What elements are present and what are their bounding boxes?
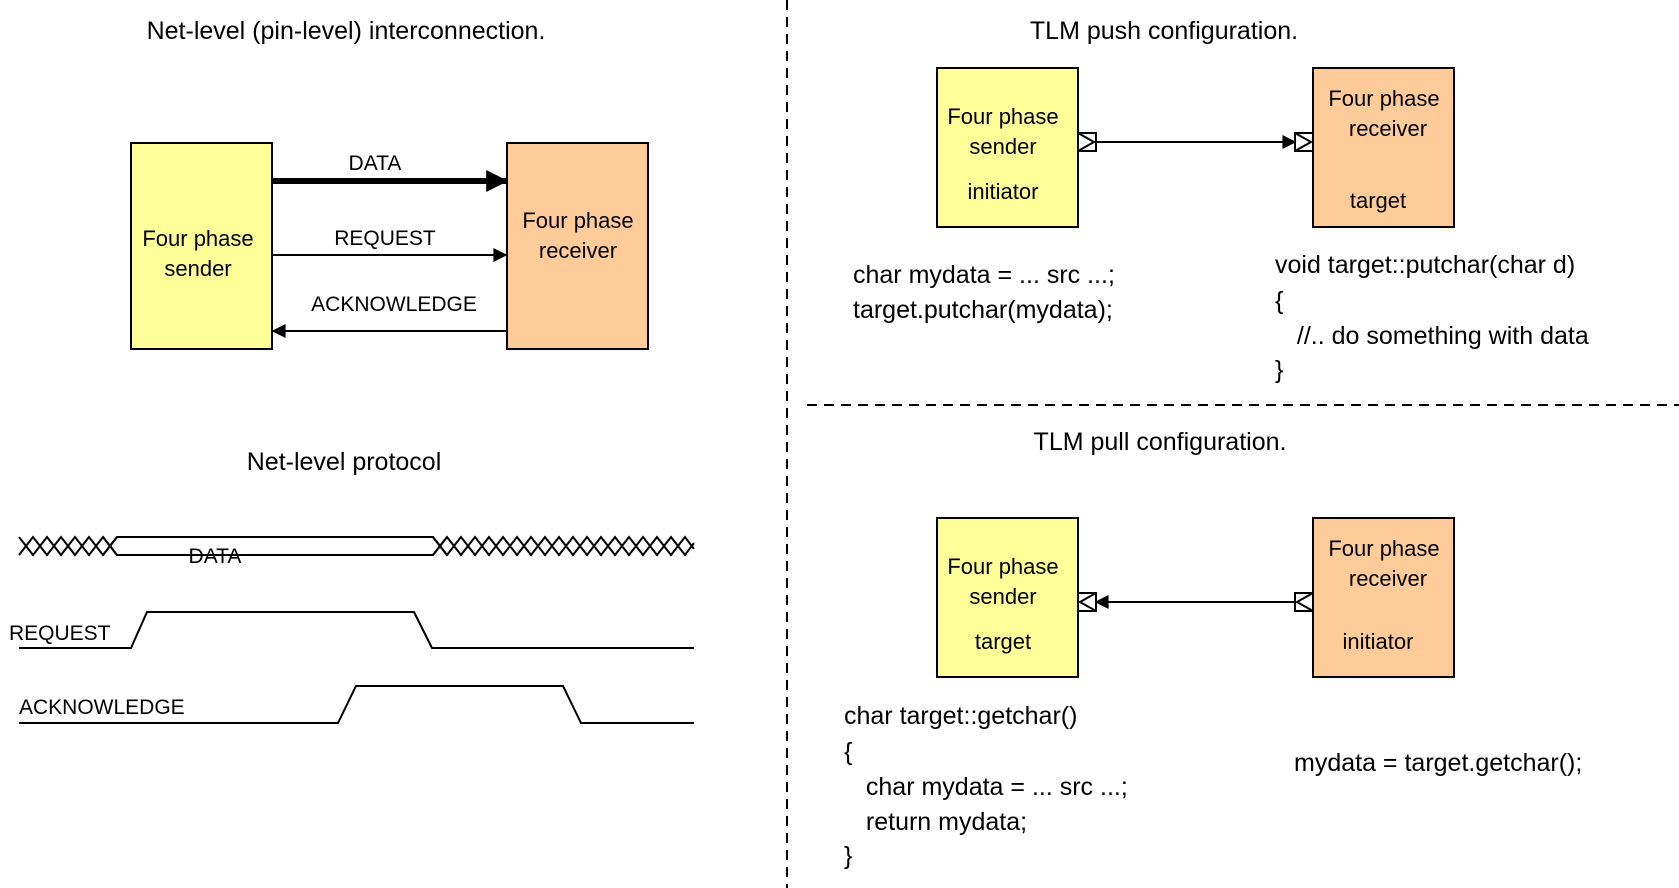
pull-title: TLM pull configuration. <box>1034 428 1287 456</box>
pull-sender-code-line3: char mydata = ... src ...; <box>852 773 1128 801</box>
data-signal-label: DATA <box>349 152 402 175</box>
net-sender-label-line2: sender <box>164 256 231 281</box>
push-receiver-label-line2: receiver <box>1349 116 1427 141</box>
push-diagram: Four phase sender initiator Four phase r… <box>853 67 1589 384</box>
push-sender-code-line1: char mydata = ... src ...; <box>853 261 1115 289</box>
protocol-title: Net-level protocol <box>247 448 442 476</box>
pull-receiver-code-line1: mydata = target.getchar(); <box>1294 749 1582 777</box>
pull-sender-code-line4: return mydata; <box>852 808 1027 836</box>
request-waveform <box>19 611 694 649</box>
pull-diagram: Four phase sender target Four phase rece… <box>844 517 1582 870</box>
push-sender-label-line1: Four phase <box>947 104 1058 129</box>
net-receiver-label-line1: Four phase <box>522 208 633 233</box>
pull-sender-role: target <box>975 629 1031 654</box>
pull-sender-code-line1: char target::getchar() <box>844 702 1077 730</box>
data-invalid-left <box>18 535 111 557</box>
data-invalid-right <box>439 535 695 557</box>
request-signal-label: REQUEST <box>334 227 436 250</box>
push-sender-port <box>1077 132 1097 152</box>
net-level-diagram: Four phase sender Four phase receiver DA… <box>130 142 649 350</box>
push-receiver-box <box>1312 67 1455 228</box>
pull-receiver-label-line1: Four phase <box>1328 536 1439 561</box>
net-sender-label-line1: Four phase <box>142 226 253 251</box>
protocol-data-label: DATA <box>189 545 242 568</box>
push-receiver-code-line1: void target::putchar(char d) <box>1275 251 1575 279</box>
protocol-request-label: REQUEST <box>9 622 111 645</box>
acknowledge-waveform <box>19 685 694 724</box>
protocol-timing-diagram <box>18 535 695 724</box>
push-sender-label-line2: sender <box>969 134 1036 159</box>
push-title: TLM push configuration. <box>1030 17 1298 45</box>
pull-receiver-label-line2: receiver <box>1349 566 1427 591</box>
data-valid-edges <box>108 536 442 556</box>
pull-sender-code-line2: { <box>844 738 852 766</box>
net-receiver-box <box>506 142 649 350</box>
pull-sender-label-line1: Four phase <box>947 554 1058 579</box>
push-receiver-code-line4: } <box>1275 356 1283 384</box>
push-receiver-label-line1: Four phase <box>1328 86 1439 111</box>
acknowledge-signal-label: ACKNOWLEDGE <box>311 293 477 316</box>
net-level-title: Net-level (pin-level) interconnection. <box>147 17 546 45</box>
pull-receiver-role: initiator <box>1343 629 1414 654</box>
data-valid-region <box>102 536 448 556</box>
pull-sender-label-line2: sender <box>969 584 1036 609</box>
push-receiver-port <box>1294 132 1314 152</box>
push-receiver-role: target <box>1350 188 1406 213</box>
net-sender-box <box>130 142 273 350</box>
pull-sender-code-line5: } <box>844 842 852 870</box>
push-sender-role: initiator <box>968 179 1039 204</box>
pull-receiver-port <box>1294 592 1314 612</box>
net-receiver-label-line2: receiver <box>539 238 617 263</box>
push-receiver-code-line2: { <box>1275 287 1283 315</box>
pull-sender-port <box>1077 592 1097 612</box>
protocol-acknowledge-label: ACKNOWLEDGE <box>19 696 185 719</box>
push-receiver-code-line3: //.. do something with data <box>1283 322 1589 350</box>
push-sender-code-line2: target.putchar(mydata); <box>853 296 1113 324</box>
push-sender-box <box>936 67 1079 228</box>
